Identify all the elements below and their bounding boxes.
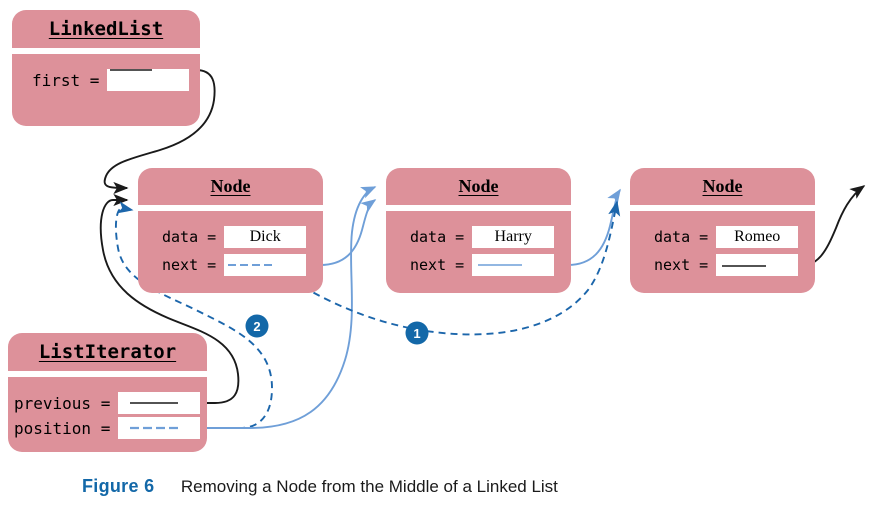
node2-field-data: data = Harry <box>410 226 555 248</box>
step-badge-1: 1 <box>405 321 429 345</box>
node3-field-data-label: data = <box>654 228 709 246</box>
node2-field-next: next = <box>410 254 555 276</box>
node3-field-data: data = Romeo <box>654 226 799 248</box>
listiterator-field-previous-slot <box>118 392 201 414</box>
object-box-listiterator: ListIterator previous = position = <box>8 333 207 452</box>
linkedlist-field-first-slot <box>107 69 190 91</box>
listiterator-field-position: position = <box>14 417 201 439</box>
node2-field-data-label: data = <box>410 228 465 246</box>
linkedlist-title: LinkedList <box>48 18 164 40</box>
linkedlist-field-first: first = <box>32 69 190 91</box>
node3-field-next: next = <box>654 254 799 276</box>
node3-title-divider <box>630 205 815 211</box>
listiterator-field-position-slot <box>118 417 201 439</box>
node3-title: Node <box>702 176 743 196</box>
figure-caption-label: Figure 6 <box>82 476 155 496</box>
node3-field-data-slot: Romeo <box>716 226 799 248</box>
object-box-node1: Node data = Dick next = <box>138 168 323 293</box>
node1-field-next: next = <box>162 254 307 276</box>
step-badge-1-label: 1 <box>413 326 420 341</box>
node1-field-next-slot <box>224 254 307 276</box>
node1-title: Node <box>210 176 251 196</box>
figure-caption: Figure 6 Removing a Node from the Middle… <box>82 476 558 497</box>
figure-caption-text: Removing a Node from the Middle of a Lin… <box>180 477 558 496</box>
node2-field-next-slot <box>472 254 555 276</box>
node2-field-data-slot: Harry <box>472 226 555 248</box>
node1-title-divider <box>138 205 323 211</box>
node2-title-divider <box>386 205 571 211</box>
node3-field-next-label: next = <box>654 256 709 274</box>
node3-field-next-slot <box>716 254 799 276</box>
node1-field-data: data = Dick <box>162 226 307 248</box>
listiterator-title: ListIterator <box>38 341 177 363</box>
object-box-node2: Node data = Harry next = <box>386 168 571 293</box>
node1-field-next-label: next = <box>162 256 217 274</box>
listiterator-field-previous: previous = <box>14 392 201 414</box>
listiterator-title-divider <box>8 371 207 377</box>
step-badge-2: 2 <box>245 314 269 338</box>
node2-title: Node <box>458 176 499 196</box>
step-badge-2-label: 2 <box>253 319 260 334</box>
linkedlist-field-first-label: first = <box>32 70 100 90</box>
listiterator-field-position-label: position = <box>14 418 111 438</box>
node2-field-next-label: next = <box>410 256 465 274</box>
object-box-node3: Node data = Romeo next = <box>630 168 815 293</box>
linkedlist-title-divider <box>12 48 200 54</box>
node1-field-data-slot: Dick <box>224 226 307 248</box>
node1-field-data-label: data = <box>162 228 217 246</box>
object-box-linkedlist: LinkedList first = <box>12 10 200 126</box>
listiterator-field-previous-label: previous = <box>14 393 111 413</box>
